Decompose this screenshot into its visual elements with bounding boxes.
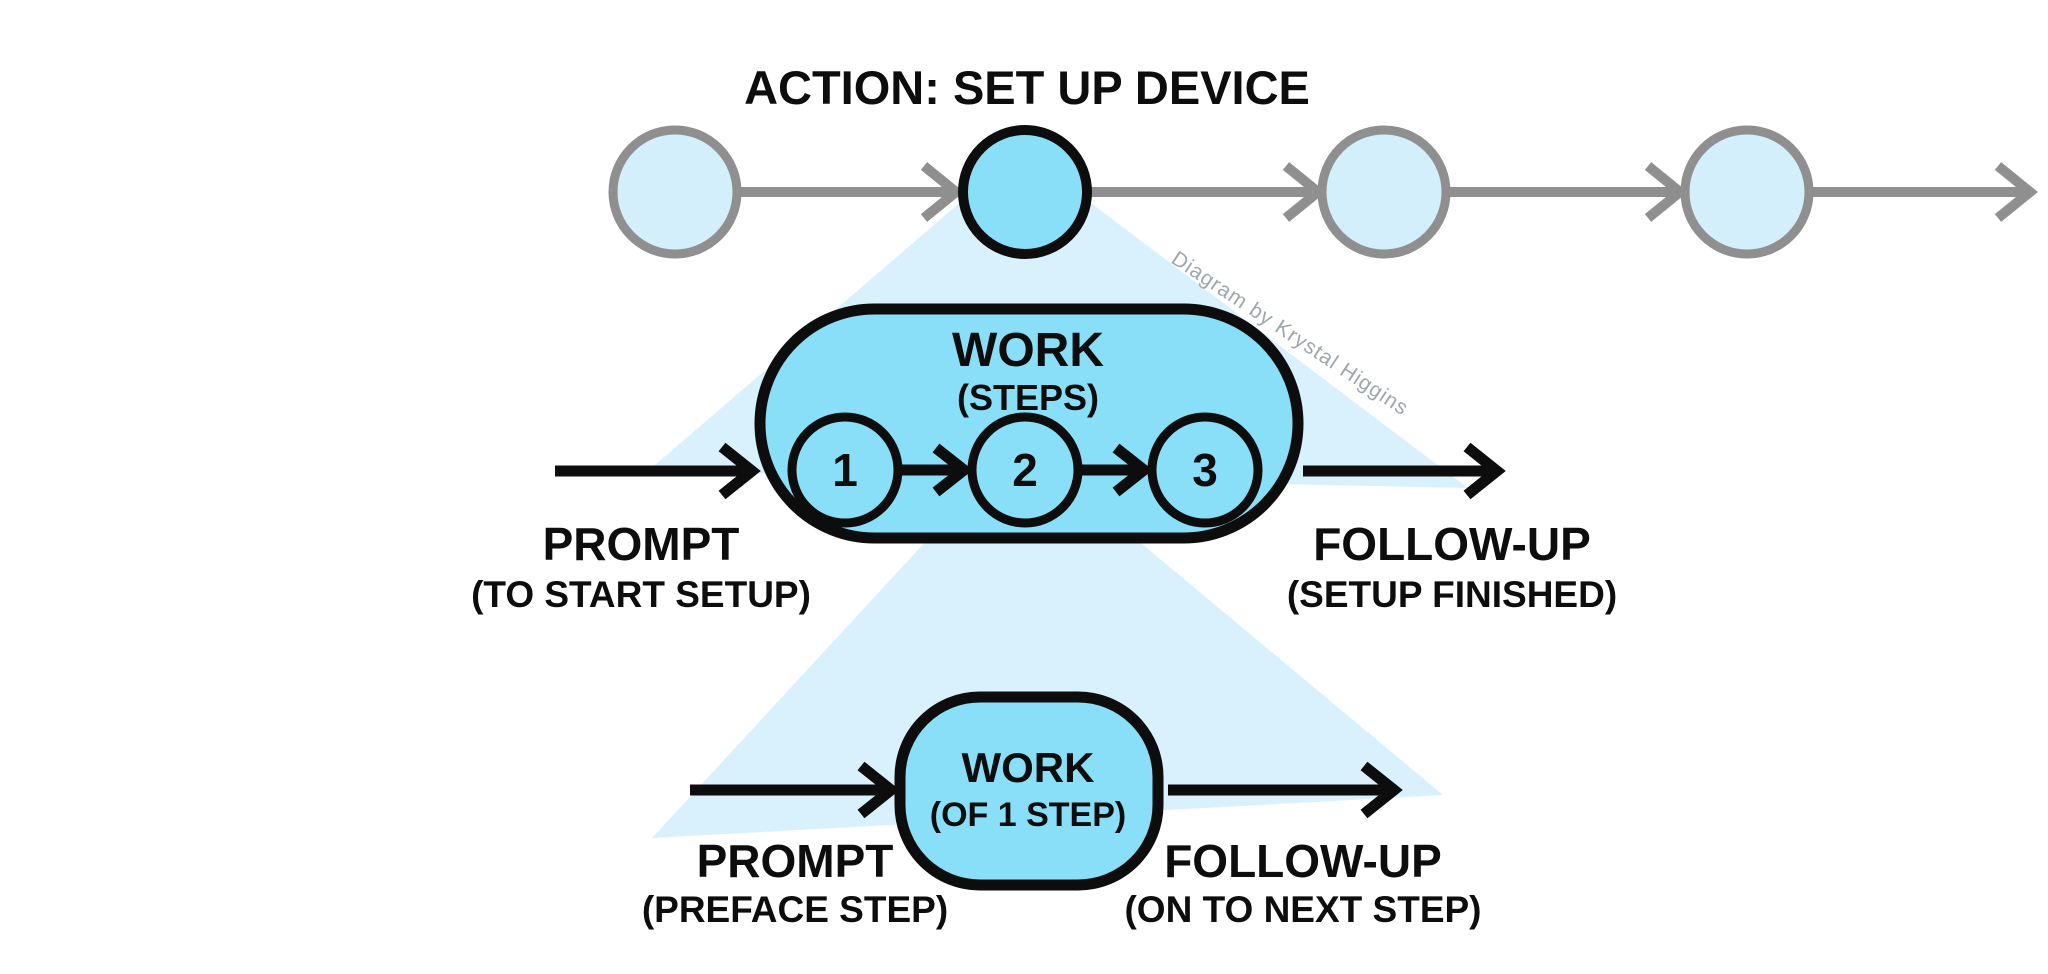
step-arrowhead-1-2 <box>932 443 973 497</box>
setup-flow: WORK (STEPS) 1 2 3 PROMPT (TO START SETU… <box>471 303 1617 615</box>
step-followup-label: FOLLOW-UP <box>1164 835 1442 887</box>
setup-prompt-sublabel: (TO START SETUP) <box>471 574 811 615</box>
step-followup-arrowhead <box>1360 761 1403 819</box>
setup-followup-sublabel: (SETUP FINISHED) <box>1287 574 1617 615</box>
step-number-3: 3 <box>1192 444 1218 496</box>
step-arrowhead-2-3 <box>1112 443 1153 497</box>
step-prompt-label: PROMPT <box>697 835 894 887</box>
setup-followup-arrowhead <box>1463 442 1506 500</box>
timeline-node-2-active <box>958 125 1092 259</box>
timeline-arrowhead-4 <box>1994 162 2038 222</box>
timeline-arrowhead-3 <box>1644 162 1688 222</box>
work-one-step-sublabel: (OF 1 STEP) <box>930 796 1126 834</box>
timeline-node-4-inactive <box>1680 125 1814 259</box>
work-one-step-label: WORK <box>962 744 1095 791</box>
step-circle-1 <box>787 412 903 528</box>
diagram-title: ACTION: SET UP DEVICE <box>744 61 1310 114</box>
work-one-step-container <box>894 691 1164 891</box>
timeline-node-3-inactive <box>1317 125 1451 259</box>
setup-followup-label: FOLLOW-UP <box>1313 518 1591 570</box>
work-steps-sublabel: (STEPS) <box>957 377 1099 418</box>
timeline-node-1-inactive <box>608 125 742 259</box>
step-followup-sublabel: (ON TO NEXT STEP) <box>1124 889 1481 930</box>
step-number-2: 2 <box>1012 444 1038 496</box>
timeline-arrowhead-1 <box>920 162 964 222</box>
single-step-flow: WORK (OF 1 STEP) PROMPT (PREFACE STEP) F… <box>642 691 1482 930</box>
journey-timeline <box>608 125 2038 259</box>
step-number-1: 1 <box>832 444 858 496</box>
step-circle-2 <box>967 412 1083 528</box>
step-prompt-arrowhead <box>857 761 900 819</box>
step-circle-3 <box>1147 412 1263 528</box>
zoom-beam-lower <box>652 488 1443 838</box>
setup-prompt-arrowhead <box>718 442 761 500</box>
step-prompt-sublabel: (PREFACE STEP) <box>642 889 948 930</box>
work-steps-label: WORK <box>952 324 1104 377</box>
setup-prompt-label: PROMPT <box>543 518 740 570</box>
